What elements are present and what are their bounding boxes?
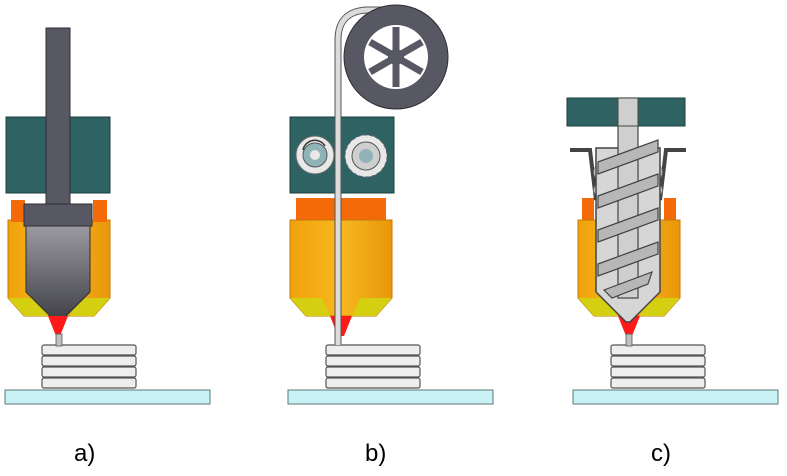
print-bed	[572, 389, 779, 405]
screw-icon	[597, 97, 659, 299]
screw-shaft	[617, 97, 639, 127]
extruded-strand	[625, 333, 633, 347]
extruded-strand	[55, 333, 63, 347]
idler-gear-icon	[344, 134, 388, 178]
panel-a	[4, 27, 211, 405]
panel-label-b: b)	[365, 440, 386, 467]
panel-label-c: c)	[651, 440, 671, 467]
plunger-head	[23, 203, 93, 227]
print-bed	[287, 389, 494, 405]
panel-label-a: a)	[74, 440, 95, 467]
plunger-rod	[45, 27, 71, 211]
nozzle-tip	[48, 316, 68, 336]
panel-b	[287, 4, 494, 405]
printed-layers	[41, 344, 137, 389]
drive-gear-icon	[295, 135, 335, 175]
spool-icon	[343, 4, 449, 110]
printed-layers	[325, 344, 421, 389]
print-bed	[4, 389, 211, 405]
panel-c	[566, 97, 779, 405]
printed-layers	[610, 344, 706, 389]
